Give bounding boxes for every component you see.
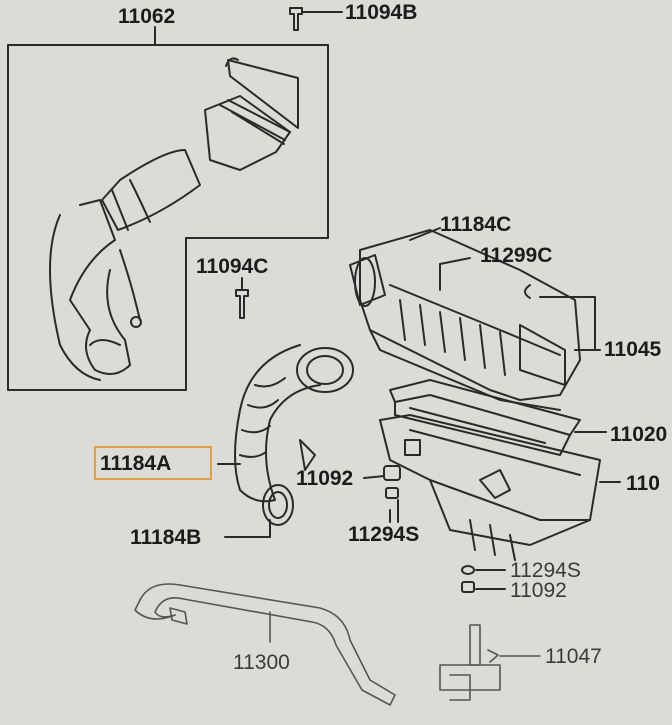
breather-hose-11300	[134, 583, 541, 706]
bolt-11094c	[235, 289, 249, 319]
part-label-11184b: 11184B	[130, 526, 202, 549]
air-cleaner-cover	[349, 229, 581, 411]
part-label-11092: 11092	[296, 467, 354, 490]
part-label-110: 110	[626, 472, 660, 495]
lower-housing	[379, 414, 601, 561]
part-label-11294s-lower: 11294S	[510, 559, 581, 582]
air-hose-11184a	[234, 344, 354, 526]
washer-11294s	[385, 487, 399, 499]
part-label-11062: 11062	[118, 5, 176, 28]
highlight-box	[94, 446, 212, 480]
bolt-11094b	[289, 7, 303, 31]
grommet-11092	[383, 465, 401, 481]
part-label-11045: 11045	[604, 338, 662, 361]
part-label-11047: 11047	[545, 645, 602, 668]
part-label-11294s: 11294S	[348, 523, 420, 546]
part-label-11094b: 11094B	[345, 1, 418, 24]
bracket-11047	[439, 624, 541, 701]
grommet-lower	[461, 565, 475, 575]
filter-element	[389, 379, 581, 456]
resonator-duct-11062	[49, 57, 299, 381]
part-label-11184c: 11184C	[440, 213, 512, 236]
part-label-11184a: 11184A	[100, 452, 172, 475]
part-label-11300: 11300	[233, 651, 290, 674]
inset-frame	[7, 44, 329, 391]
part-label-11094c: 11094C	[196, 255, 269, 278]
part-label-11092-lower: 11092	[510, 579, 567, 602]
part-label-11020: 11020	[610, 423, 668, 446]
part-label-11299c: 11299C	[480, 244, 553, 267]
